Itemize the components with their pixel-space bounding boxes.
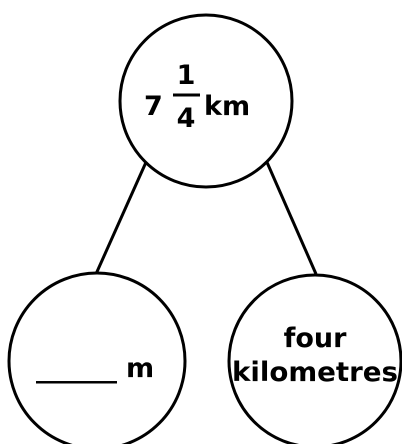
- top-whole-number: 7: [144, 91, 163, 122]
- left-blank: ______: [36, 353, 118, 384]
- top-fraction-numerator: 1: [177, 60, 196, 91]
- right-circle: [227, 273, 402, 444]
- left-circle: [7, 271, 187, 444]
- connector-right: [264, 159, 318, 275]
- top-fraction-denominator: 4: [177, 103, 196, 134]
- right-line-1: four: [284, 323, 348, 354]
- left-unit: m: [126, 353, 154, 384]
- right-line-2: kilometres: [232, 357, 398, 388]
- top-unit: km: [204, 91, 250, 122]
- connector-left: [94, 159, 149, 275]
- top-circle: [118, 13, 294, 189]
